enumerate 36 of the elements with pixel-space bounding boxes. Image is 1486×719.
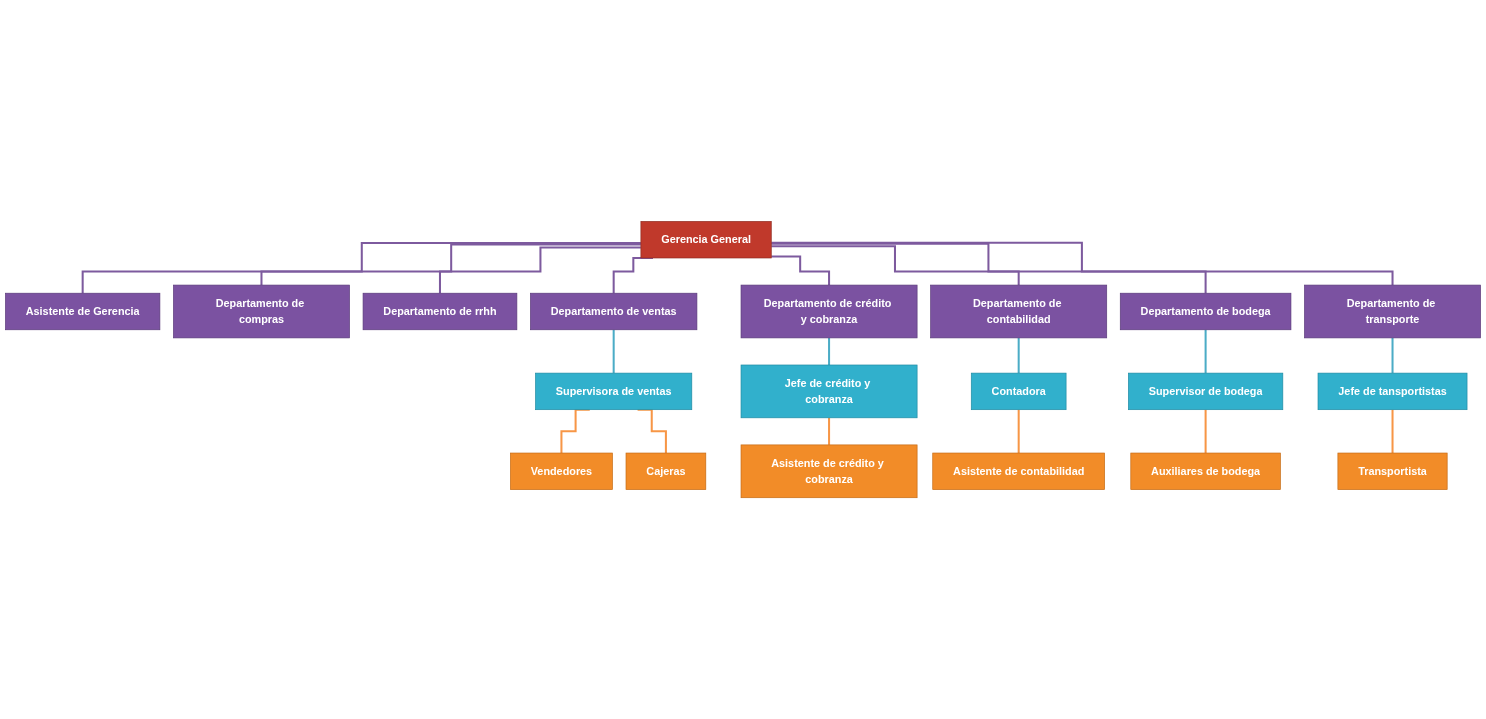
node-box: Transportista xyxy=(1337,452,1448,490)
node-box: Asistente de contabilidad xyxy=(932,452,1105,490)
connector xyxy=(1204,328,1207,375)
connector xyxy=(612,328,615,375)
node-box: Departamento de contabilidad xyxy=(930,284,1108,339)
connector xyxy=(828,416,831,446)
connector xyxy=(438,246,641,295)
node-box: Cajeras xyxy=(625,452,707,490)
connector xyxy=(1204,408,1207,454)
node-box: Gerencia General xyxy=(640,221,772,259)
node-box: Jefe de crédito y cobranza xyxy=(740,364,918,419)
connector xyxy=(260,243,641,286)
node-box: Vendedores xyxy=(510,452,613,490)
node-box: Departamento de ventas xyxy=(530,292,698,331)
connector xyxy=(771,241,1394,286)
connector xyxy=(828,336,831,366)
connector xyxy=(771,242,1207,295)
node-box: Asistente de crédito y cobranza xyxy=(740,444,918,498)
connector xyxy=(1017,336,1020,375)
node-box: Supervisor de bodega xyxy=(1128,372,1284,410)
connector xyxy=(1391,408,1394,454)
node-box: Contadora xyxy=(970,372,1067,410)
node-box: Departamento de compras xyxy=(173,284,350,339)
node-box: Auxiliares de bodega xyxy=(1130,452,1281,490)
node-box: Supervisora de ventas xyxy=(535,372,693,410)
connector xyxy=(771,255,831,286)
connector xyxy=(771,245,1020,286)
node-box: Departamento de bodega xyxy=(1119,292,1292,331)
node-box: Asistente de Gerencia xyxy=(5,292,161,331)
node-box: Jefe de tansportistas xyxy=(1317,372,1468,410)
connector xyxy=(1017,408,1020,454)
connector xyxy=(1391,336,1394,375)
connector xyxy=(81,241,641,295)
node-box: Departamento de rrhh xyxy=(362,292,518,331)
node-box: Departamento de crédito y cobranza xyxy=(740,284,918,339)
node-box: Departamento de transporte xyxy=(1304,284,1481,339)
